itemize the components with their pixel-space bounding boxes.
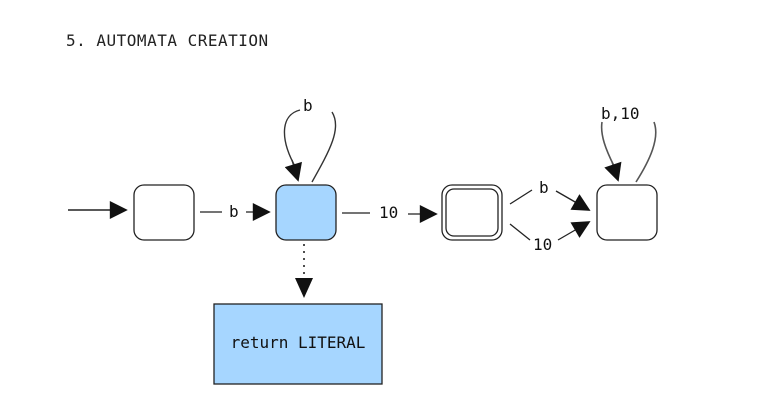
self-loop-s3 [600, 121, 657, 183]
edge-s2-s3-b-left [509, 189, 533, 205]
edge-s2-s3-10-left [509, 223, 531, 241]
edge-label-s1-s2: 10 [379, 203, 398, 222]
dotted-connector-head [295, 278, 313, 298]
edge-label-s2-s3-b: b [539, 178, 549, 197]
edge-s2-s3-10-right [557, 221, 591, 241]
edge-label-s2-s3-10: 10 [533, 235, 552, 254]
edge-label-s3-loop: b,10 [601, 104, 640, 123]
action-box [213, 303, 383, 385]
page-title: 5. AUTOMATA CREATION [66, 31, 269, 50]
action-box-label: return LITERAL [231, 333, 366, 352]
edge-label-s0-s1: b [229, 202, 239, 221]
edge-label-s1-loop: b [303, 96, 313, 115]
self-loop-s1 [283, 109, 337, 183]
state-accepting-inner [445, 188, 499, 237]
edge-s2-s3-b-right [555, 190, 591, 211]
self-loop-s1-head [284, 159, 302, 182]
state-highlighted [275, 184, 337, 241]
state-start [133, 184, 195, 241]
state-sink [596, 184, 658, 241]
self-loop-s3-head [604, 161, 622, 182]
